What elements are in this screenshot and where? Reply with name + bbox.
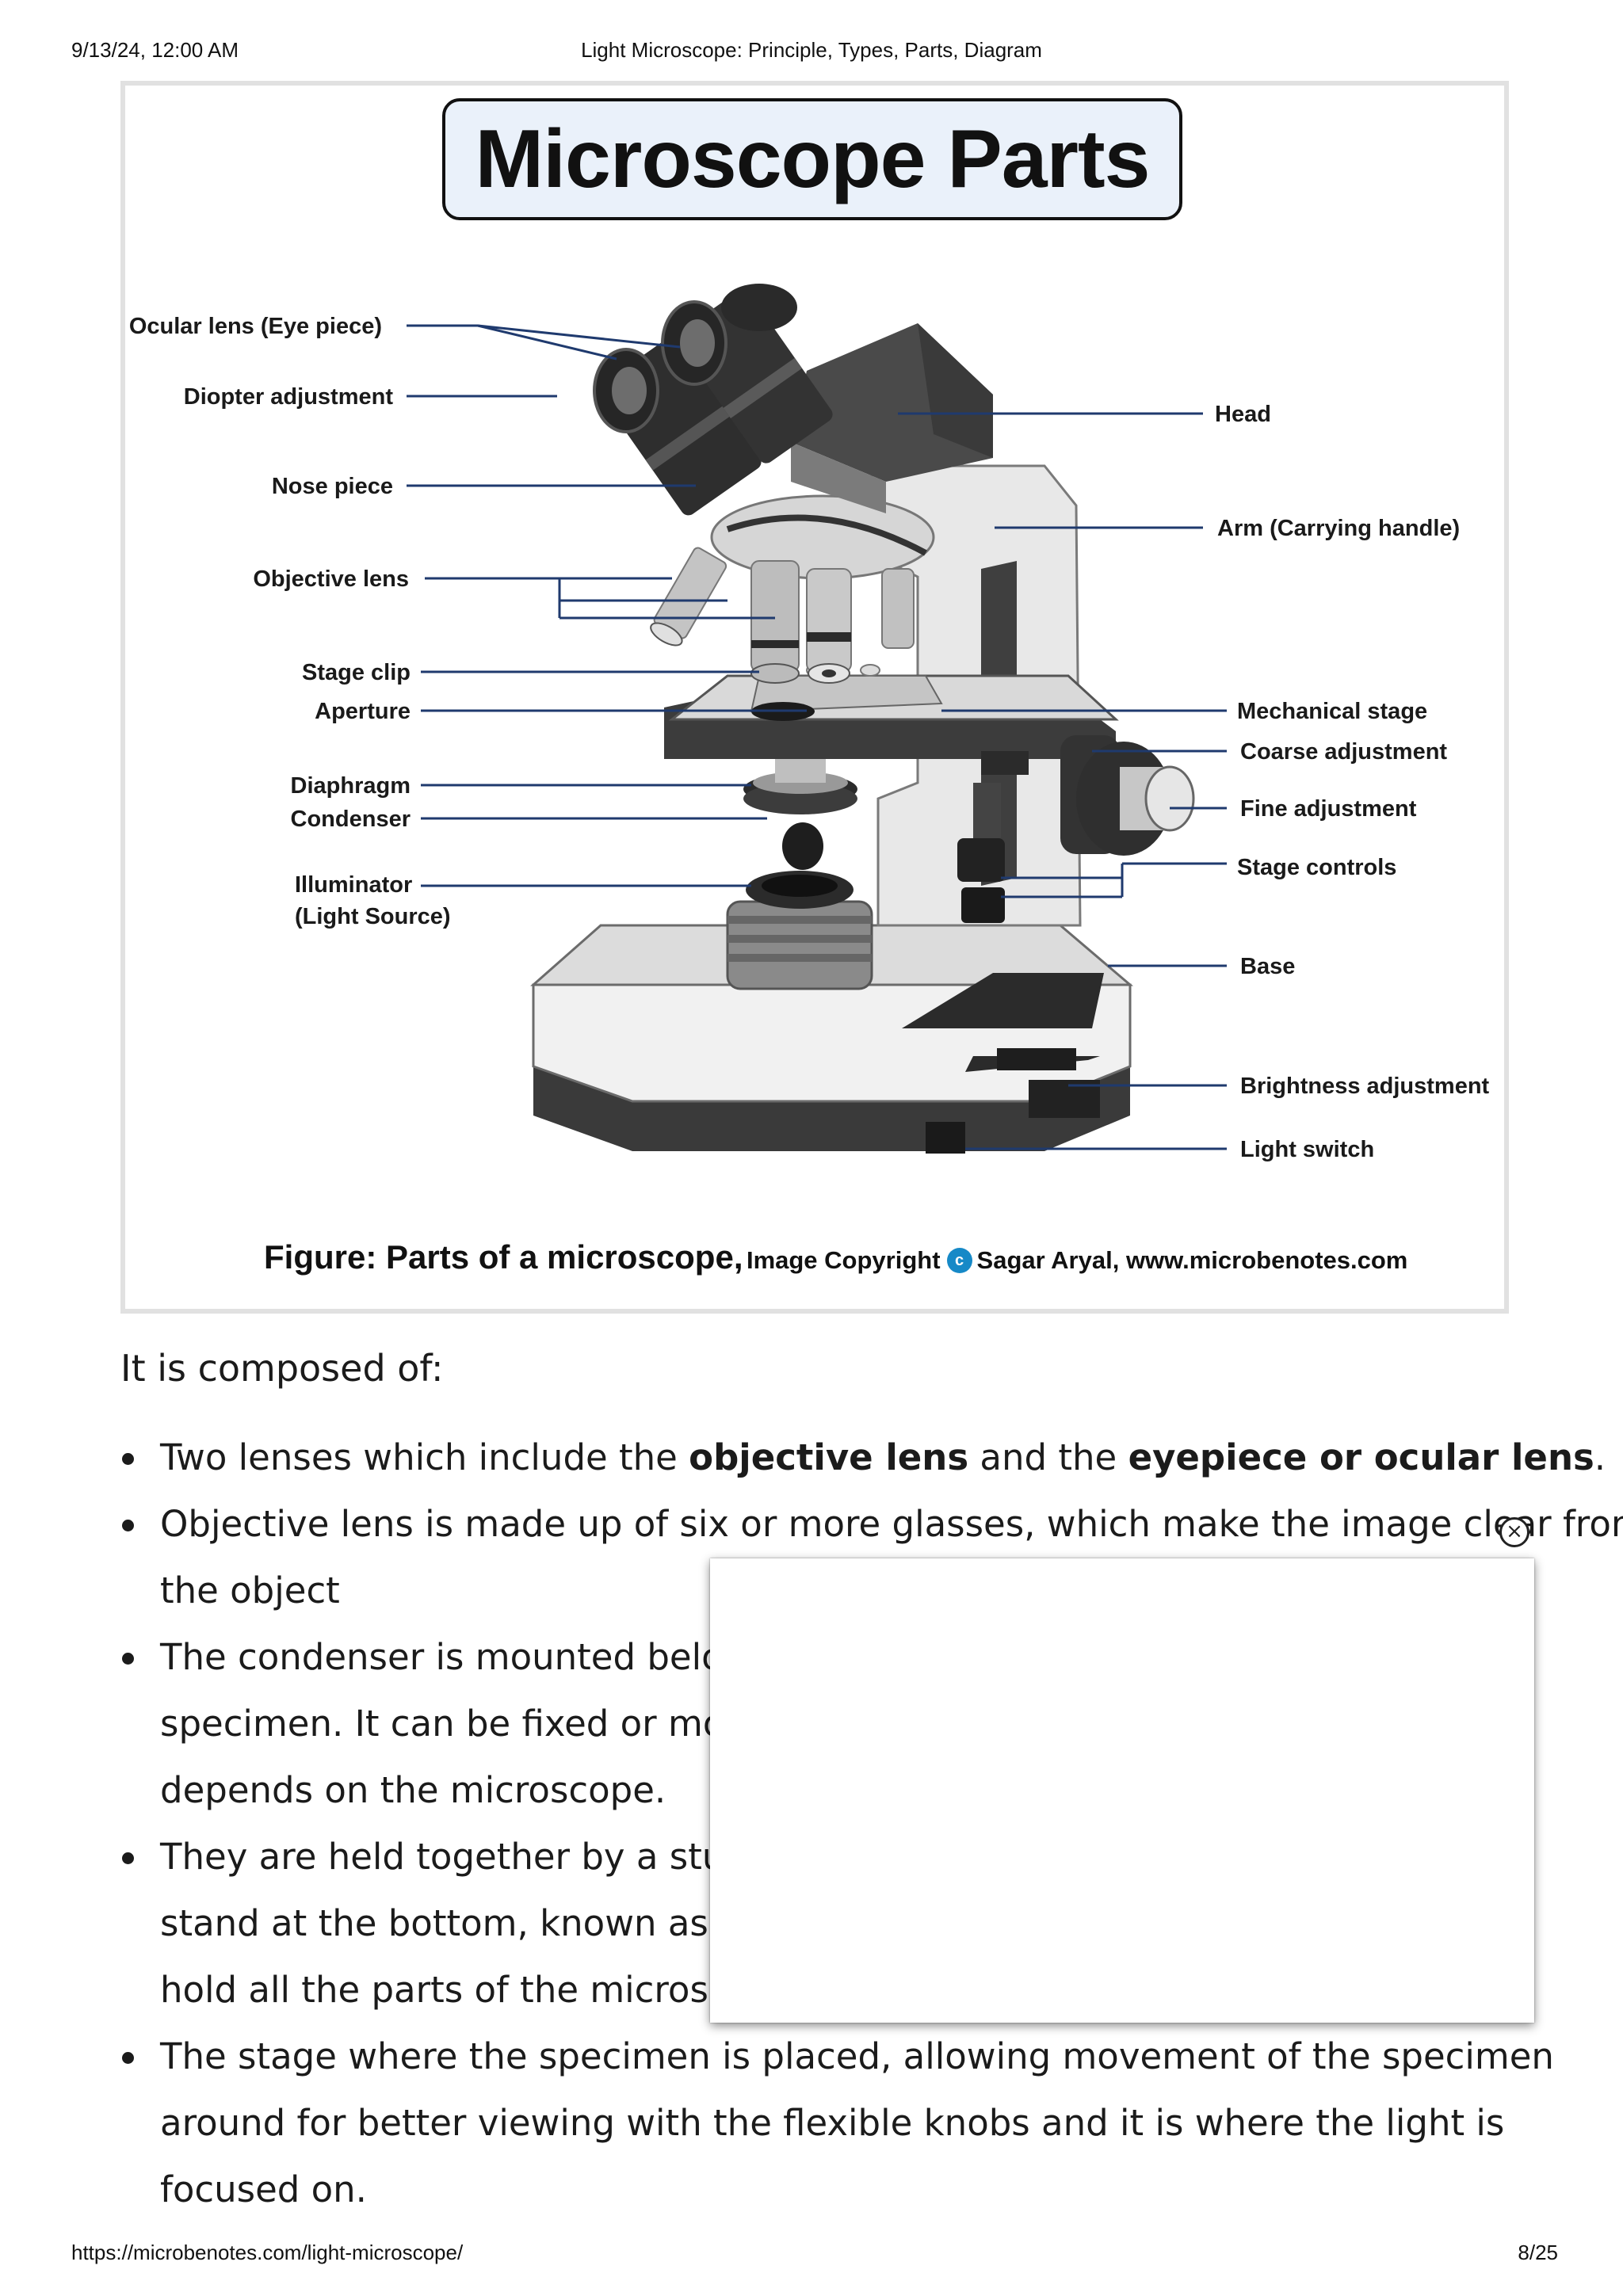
label-ocular-lens: Ocular lens (Eye piece) [129, 314, 382, 339]
print-url: https://microbenotes.com/light-microscop… [71, 2241, 464, 2264]
bullet-dot-icon [122, 2052, 134, 2064]
microscope-diagram: Ocular lens (Eye piece) Diopter adjustme… [129, 284, 1490, 1162]
bullet-text: Two lenses which include the [160, 1436, 689, 1478]
bullet-text: Objective lens is made up of six or more… [160, 1503, 1623, 1545]
head-drawing [791, 323, 993, 513]
label-base: Base [1240, 954, 1295, 979]
bullet-text: and the [968, 1436, 1128, 1478]
bullet-text: focused on. [160, 2168, 367, 2210]
label-brightness-adjustment: Brightness adjustment [1240, 1074, 1490, 1099]
knobs-drawing [957, 735, 1195, 923]
bullet-text: specimen. It can be fixed or moval [160, 1703, 778, 1745]
bullet-line: Objective lens is made up of six or more… [160, 1491, 1623, 1558]
ad-close-icon[interactable]: × [1499, 1517, 1529, 1547]
bullet-text: The condenser is mounted below [160, 1636, 753, 1678]
article-bullet-list: Two lenses which include the objective l… [120, 1425, 1623, 2223]
bullet-line: The stage where the specimen is placed, … [160, 2023, 1554, 2090]
bullet-item: The condenser is mounted below specimen. … [120, 1624, 1515, 1824]
bullet-dot-icon [122, 1453, 134, 1465]
bullet-item: Objective lens is made up of six or more… [120, 1491, 1623, 1624]
label-nose-piece: Nose piece [272, 474, 393, 499]
bullet-text: the object [160, 1569, 340, 1611]
figure-caption: Figure: Parts of a microscope, Image Cop… [264, 1238, 1407, 1276]
caption-prefix: Figure: Parts of a microscope, [264, 1238, 743, 1276]
stage-drawing [664, 662, 1119, 775]
copyright-icon: c [946, 1248, 972, 1273]
eyepiece-drawing [593, 284, 833, 516]
label-diaphragm: Diaphragm [291, 773, 411, 799]
figure-title-box: Microscope Parts [442, 98, 1182, 220]
print-page-number: 8/25 [1518, 2241, 1558, 2264]
bullet-line: Two lenses which include the objective l… [160, 1425, 1606, 1491]
label-stage-controls: Stage controls [1237, 855, 1396, 880]
print-header: 9/13/24, 12:00 AM Light Microscope: Prin… [0, 38, 1623, 70]
microscope-base [530, 924, 1134, 1154]
label-head: Head [1215, 402, 1271, 427]
label-diopter-adjustment: Diopter adjustment [184, 384, 394, 410]
label-light-source: (Light Source) [295, 904, 451, 929]
leader-lines [407, 324, 1227, 1150]
caption-copyright-label: Image Copyright [746, 1246, 941, 1274]
bullet-dot-icon [122, 1852, 134, 1864]
label-coarse-adjustment: Coarse adjustment [1240, 739, 1447, 765]
label-arm: Arm (Carrying handle) [1217, 516, 1460, 541]
bullet-text: depends on the microscope. [160, 1769, 666, 1811]
label-illuminator: Illuminator [295, 872, 412, 898]
label-mechanical-stage: Mechanical stage [1237, 699, 1427, 724]
bullet-item: The stage where the specimen is placed, … [120, 2023, 1554, 2223]
bullet-item: They are held together by a sturdy stand … [120, 1824, 1515, 2023]
microscope-figure: Microscope Parts [120, 81, 1509, 1314]
bullet-line: the object [160, 1558, 1515, 1624]
bullet-bold-text: eyepiece or ocular lens [1128, 1436, 1594, 1478]
bullet-dot-icon [122, 1520, 134, 1531]
bullet-text: stand at the bottom, known as the [160, 1902, 779, 1944]
bullet-line: They are held together by a sturdy [160, 1824, 1515, 1890]
bullet-text: around for better viewing with the flexi… [160, 2102, 1505, 2144]
bullet-text: hold all the parts of the microscop [160, 1969, 773, 2011]
bullet-line: hold all the parts of the microscop [160, 1957, 1515, 2023]
nosepiece-drawing [650, 494, 935, 684]
bullet-text: They are held together by a sturdy [160, 1836, 783, 1878]
label-aperture: Aperture [315, 699, 411, 724]
ad-overlay[interactable] [710, 1558, 1534, 2023]
bullet-line: stand at the bottom, known as the [160, 1890, 1515, 1957]
label-objective-lens: Objective lens [253, 566, 409, 592]
print-doc-title: Light Microscope: Principle, Types, Part… [581, 38, 1042, 62]
figure-title: Microscope Parts [475, 113, 1151, 205]
condenser-drawing [743, 759, 857, 814]
print-footer: https://microbenotes.com/light-microscop… [0, 2241, 1623, 2272]
label-condenser: Condenser [291, 807, 411, 832]
bullet-item: Two lenses which include the objective l… [120, 1425, 1606, 1491]
bullet-dot-icon [122, 1653, 134, 1665]
bullet-line: depends on the microscope. [160, 1757, 1515, 1824]
label-stage-clip: Stage clip [302, 660, 411, 685]
bullet-line: The condenser is mounted below [160, 1624, 1515, 1691]
bullet-text: The stage where the specimen is placed, … [160, 2035, 1554, 2077]
article-intro: It is composed of: [120, 1347, 444, 1390]
bullet-line: around for better viewing with the flexi… [160, 2090, 1515, 2157]
illuminator-drawing [726, 822, 873, 990]
bullet-bold-text: objective lens [689, 1436, 969, 1478]
print-datetime: 9/13/24, 12:00 AM [71, 38, 239, 62]
label-fine-adjustment: Fine adjustment [1240, 796, 1417, 822]
bullet-line: focused on. [160, 2157, 1515, 2223]
label-light-switch: Light switch [1240, 1137, 1374, 1162]
bullet-text: . [1594, 1436, 1606, 1478]
caption-credit: Sagar Aryal, www.microbenotes.com [976, 1246, 1408, 1274]
bullet-line: specimen. It can be fixed or moval [160, 1691, 1515, 1757]
